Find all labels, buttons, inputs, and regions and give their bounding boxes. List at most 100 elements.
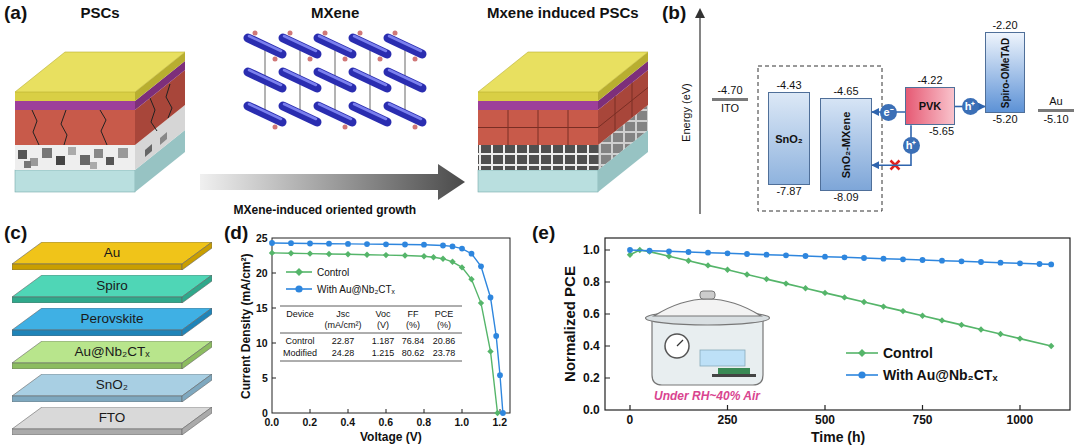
- energy-level-box: -4.22PVK-5.65: [905, 87, 955, 126]
- tick-label: 0.2: [303, 416, 318, 429]
- table-cell: PCE (%): [431, 309, 457, 331]
- energy-level-box: -4.43SnO₂-7.87: [768, 92, 810, 185]
- tick-label: 25: [256, 232, 268, 245]
- tick-label: 0.0: [583, 403, 600, 417]
- table-cell: 80.62: [398, 348, 428, 359]
- tick-label: 0.4: [583, 339, 600, 353]
- desiccator-illustration: [646, 291, 770, 385]
- mxene-structure: [248, 31, 422, 130]
- table-cell: 1.215: [368, 348, 398, 359]
- energy-level-box: -2.20Spiro-OMeTAD-5.20: [985, 32, 1025, 113]
- energy-axis: [695, 8, 705, 214]
- layer-name: Au@Nb₂CTₓ: [27, 341, 197, 363]
- tick-label: 0.8: [417, 416, 432, 429]
- tick-label: 20: [256, 267, 268, 280]
- axis-title: Voltage (V): [360, 430, 422, 444]
- legend-entry: Control: [286, 266, 349, 278]
- tick-label: 5: [262, 372, 268, 385]
- tick-label: 15: [256, 302, 268, 315]
- dashed-group-box: [758, 66, 882, 211]
- table-cell: 1.187: [368, 336, 398, 347]
- tick-label: 0.6: [583, 307, 600, 321]
- tick-label: 0.0: [265, 416, 280, 429]
- legend-text: With Au@Nb₂CTₓ: [883, 367, 998, 383]
- electrode-level: -4.70ITO: [712, 98, 748, 101]
- panel-letter: (c): [4, 222, 27, 245]
- panel-letter: (e): [532, 222, 555, 245]
- tick-label: 1000: [1007, 413, 1034, 427]
- energy-value: -2.20: [992, 19, 1017, 32]
- charge-carrier-label: e⁻: [880, 104, 897, 121]
- legend-entry: With Au@Nb₂CTₓ: [846, 367, 998, 383]
- axis-title: Energy (eV): [679, 83, 692, 142]
- tick-label: 1.0: [455, 416, 470, 429]
- oriented-device-illustration: [478, 52, 648, 192]
- axis-title: Time (h): [811, 429, 865, 446]
- table-cell: 24.28: [322, 348, 364, 359]
- material-name: SnO₂-MXene: [840, 111, 853, 178]
- panel-letter: (b): [662, 2, 686, 25]
- legend-text: With Au@Nb₂CTₓ: [317, 284, 395, 295]
- energy-level-box: -4.65SnO₂-MXene-8.09: [820, 98, 872, 191]
- legend-text: Control: [317, 267, 349, 278]
- device-layer: Spiro: [12, 275, 212, 303]
- energy-value: -7.87: [776, 185, 801, 198]
- material-name: ITO: [721, 102, 739, 115]
- device-layer: FTO: [12, 407, 212, 435]
- process-arrow: [200, 164, 465, 200]
- stability-chart: [605, 238, 1070, 410]
- tick-label: 750: [913, 413, 933, 427]
- layer-name: Au: [27, 242, 197, 264]
- device-layer: Au: [12, 242, 212, 270]
- panel-title: MXene: [311, 4, 359, 22]
- material-name: Au: [1049, 95, 1062, 108]
- legend-entry: With Au@Nb₂CTₓ: [286, 283, 395, 295]
- condition-note: Under RH~40% Air: [654, 389, 760, 403]
- legend-sample: [846, 369, 878, 381]
- perovskite-device-illustration: [15, 52, 185, 192]
- layer-name: SnO₂: [27, 374, 197, 396]
- panel-letter: (a): [4, 2, 27, 25]
- charge-carrier-label: h⁺: [962, 98, 979, 115]
- legend-sample: [846, 347, 878, 359]
- energy-value: -5.10: [1043, 113, 1068, 126]
- tick-label: 500: [815, 413, 835, 427]
- panel-letter: (d): [224, 222, 248, 245]
- material-name: Spiro-OMeTAD: [999, 37, 1012, 107]
- panel-title: PSCs: [81, 4, 120, 22]
- arrow-caption: MXene-induced oriented growth: [234, 203, 417, 217]
- material-name: SnO₂: [775, 132, 803, 145]
- tick-label: 0.6: [379, 416, 394, 429]
- tick-label: 1.0: [583, 243, 600, 257]
- tick-label: 250: [718, 413, 738, 427]
- table-cell: 22.87: [322, 336, 364, 347]
- panel-title: Mxene induced PSCs: [487, 4, 639, 22]
- energy-value: -4.65: [833, 85, 858, 98]
- legend-text: Control: [883, 345, 933, 361]
- energy-value: -5.20: [992, 113, 1017, 126]
- tick-label: 10: [256, 337, 268, 350]
- energy-value: -4.22: [917, 74, 942, 87]
- tick-label: 0.2: [583, 371, 600, 385]
- tick-label: 0.8: [583, 275, 600, 289]
- table-cell: 76.84: [398, 336, 428, 347]
- table-cell: Device: [280, 309, 320, 320]
- legend-sample: [286, 283, 312, 295]
- jv-chart: [272, 238, 510, 413]
- energy-value: -4.70: [717, 84, 742, 97]
- table-cell: 20.86: [429, 336, 459, 347]
- legend-entry: Control: [846, 345, 933, 361]
- axis-title: Current Density (mA/cm²): [239, 254, 253, 399]
- energy-value: -8.09: [833, 191, 858, 204]
- table-cell: Jsc (mA/cm²): [322, 309, 364, 331]
- tick-label: 1.2: [493, 416, 508, 429]
- electrode-level: Au-5.10: [1038, 109, 1074, 112]
- table-cell: FF (%): [401, 309, 425, 331]
- energy-value: -5.65: [929, 125, 954, 138]
- tick-label: 0.4: [341, 416, 356, 429]
- table-cell: 23.78: [429, 348, 459, 359]
- charge-carrier-label: h⁺: [903, 137, 920, 154]
- layer-name: Perovskite: [27, 308, 197, 330]
- layer-name: Spiro: [27, 275, 197, 297]
